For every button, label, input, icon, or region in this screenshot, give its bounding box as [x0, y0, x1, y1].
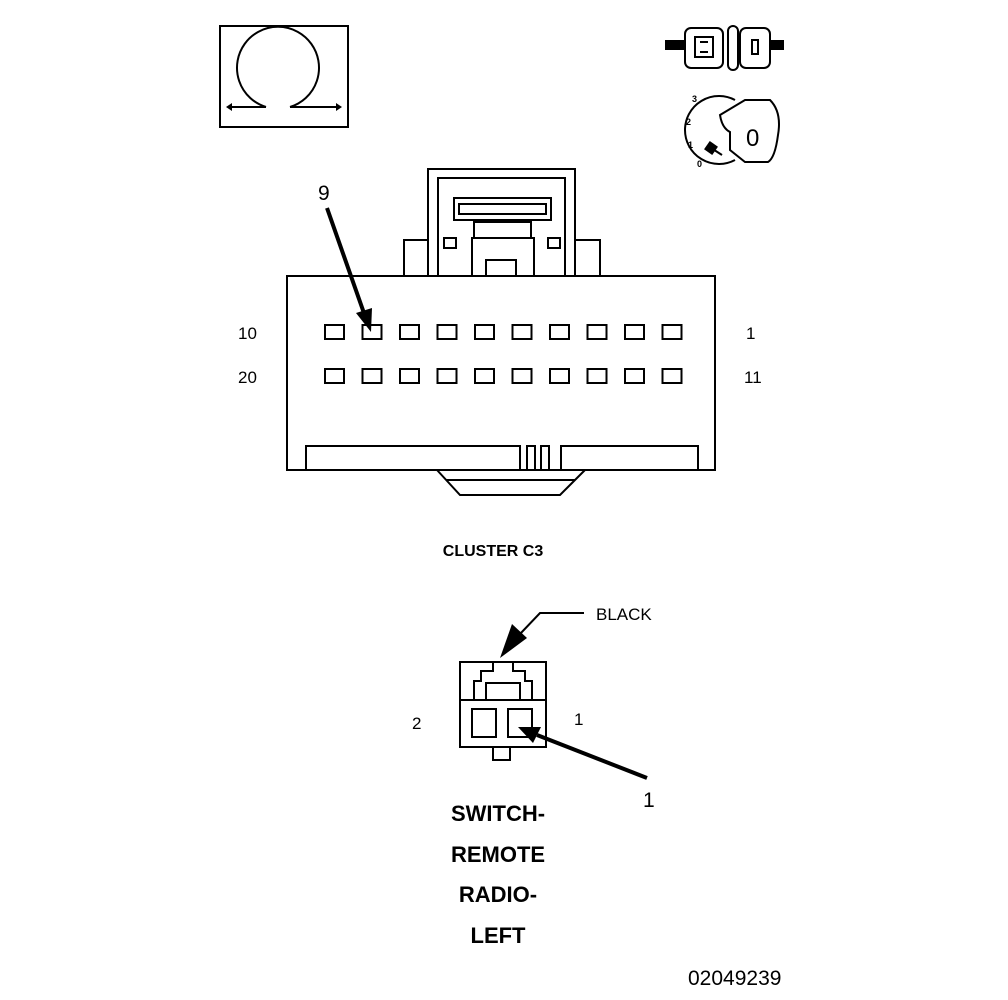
pin-cavity-8 [399, 324, 420, 340]
black-callout-arrow [500, 612, 584, 658]
switch-pin-1-callout: 1 [643, 789, 655, 812]
pin-cavity-10 [324, 324, 345, 340]
pin-cavity-1 [661, 324, 683, 340]
switch-caption-line-3: RADIO- [459, 882, 537, 907]
color-callout-black: BLACK [596, 605, 652, 624]
disconnect-connector-icon [665, 25, 784, 71]
pin-cavity-3 [586, 324, 608, 340]
pin-20-label: 20 [238, 368, 257, 387]
pin-cavity-15 [511, 368, 533, 384]
ignition-key-label: 0 [746, 125, 759, 152]
pin-cavity-2 [624, 324, 645, 340]
switch-pin-2-label: 2 [412, 714, 421, 733]
figure-id: 02049239 [688, 967, 781, 990]
switch-caption-line-4: LEFT [471, 923, 527, 948]
switch-caption-line-1: SWITCH- [451, 801, 545, 826]
pin-cavity-14 [549, 368, 570, 384]
cluster-c3-connector [286, 168, 716, 496]
pin-cavity-7 [436, 324, 458, 340]
switch-caption-line-2: REMOTE [451, 842, 545, 867]
pin-9-callout: 9 [318, 182, 330, 205]
pin-cavity-18 [399, 368, 420, 384]
pin-1-label: 1 [746, 324, 755, 343]
pin-cavity-11 [661, 368, 683, 384]
pin-cavity-19 [361, 368, 383, 384]
switch-pin-1-arrow [518, 727, 648, 780]
pin-cavity-13 [586, 368, 608, 384]
pin-9-arrow [325, 207, 372, 332]
ohm-icon [219, 25, 349, 128]
pin-10-label: 10 [238, 324, 257, 343]
pin-cavity-16 [474, 368, 495, 384]
pin-11-label: 11 [744, 368, 762, 387]
pin-cavity-12 [624, 368, 645, 384]
ignition-position-2: 2 [686, 117, 691, 127]
pin-cavity-20 [324, 368, 345, 384]
switch-pin-1-label: 1 [574, 710, 583, 729]
switch-caption: SWITCH- REMOTE RADIO- LEFT [451, 801, 545, 948]
pin-cavity-5 [511, 324, 533, 340]
pin-cavity-6 [474, 324, 495, 340]
ignition-position-3: 3 [692, 94, 697, 104]
ignition-key-icon: 3 2 1 0 0 [684, 94, 780, 169]
ignition-position-1: 1 [688, 140, 693, 150]
ignition-position-0: 0 [697, 159, 702, 169]
pin-cavity-17 [436, 368, 458, 384]
remote-radio-switch-connector [459, 661, 547, 761]
cluster-c3-caption: CLUSTER C3 [443, 543, 544, 560]
pin-cavity-4 [549, 324, 570, 340]
pin-cavity-9 [361, 324, 383, 340]
